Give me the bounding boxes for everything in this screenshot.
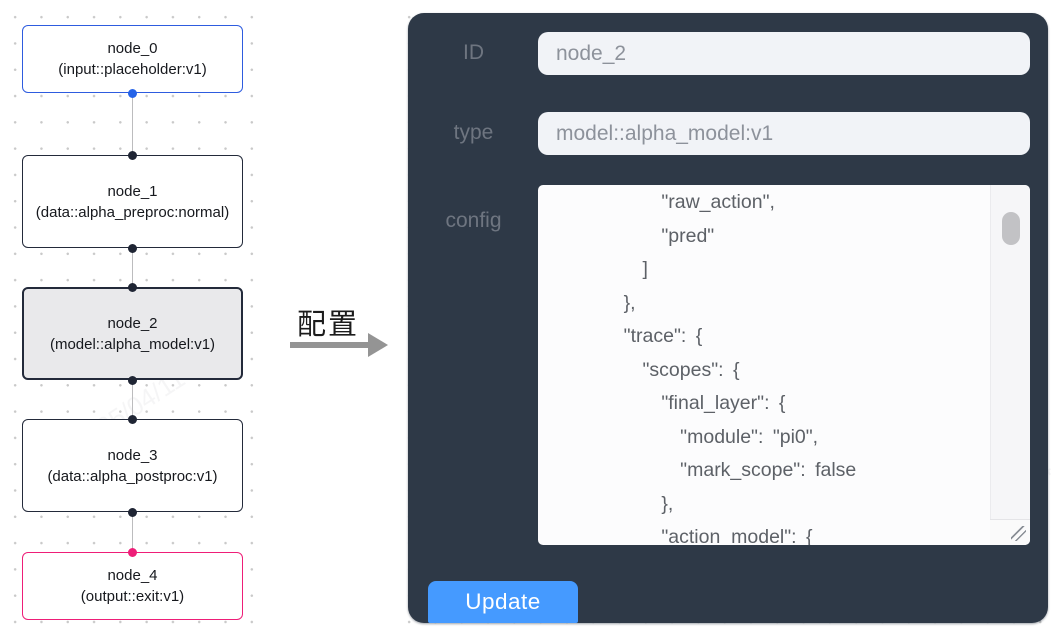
- flow-node-node_3[interactable]: node_3 (data::alpha_postproc:v1): [22, 419, 243, 512]
- node-title: node_4: [107, 567, 158, 584]
- port-node4-in[interactable]: [128, 547, 137, 557]
- flow-node-node_2-selected[interactable]: node_2 (model::alpha_model:v1): [22, 287, 243, 380]
- id-input[interactable]: [538, 32, 1030, 75]
- config-scrollbar-track[interactable]: [990, 185, 1030, 545]
- id-field-label: ID: [463, 41, 484, 64]
- node-type-label: (data::alpha_postproc:v1): [47, 467, 218, 485]
- port-node3-in[interactable]: [128, 414, 137, 424]
- node-type-label: (data::alpha_preproc:normal): [35, 203, 230, 221]
- node-title: node_2: [107, 314, 158, 332]
- config-json-textarea[interactable]: "raw_action", "pred" ] }, "trace": { "sc…: [538, 185, 1030, 545]
- config-json-content[interactable]: "raw_action", "pred" ] }, "trace": { "sc…: [623, 191, 857, 545]
- config-field-label: config: [445, 209, 502, 232]
- config-scrollbar-thumb[interactable]: [1002, 212, 1020, 245]
- flow-node-node_0[interactable]: node_0 (input::placeholder:v1): [22, 25, 243, 93]
- node-title: node_1: [107, 182, 158, 200]
- configure-arrow-label: 配置: [297, 309, 360, 341]
- edge-node1-node2: [131, 250, 133, 286]
- arrow-head-icon: [368, 333, 388, 357]
- type-field-label: type: [453, 121, 494, 144]
- edge-node0-node1: [131, 95, 133, 153]
- node-type-label: (input::placeholder:v1): [58, 61, 207, 78]
- port-node1-in[interactable]: [128, 150, 137, 160]
- arrow-line: [290, 342, 370, 348]
- node-type-label: (model::alpha_model:v1): [49, 335, 216, 353]
- update-button[interactable]: Update: [428, 581, 578, 623]
- port-node1-out[interactable]: [128, 243, 137, 253]
- node-title: node_0: [107, 40, 158, 57]
- type-input[interactable]: [538, 112, 1030, 155]
- flow-node-node_1[interactable]: node_1 (data::alpha_preproc:normal): [22, 155, 243, 248]
- node-type-label: (output::exit:v1): [80, 588, 185, 605]
- edge-node3-node4: [131, 514, 133, 550]
- port-node0-out[interactable]: [128, 88, 137, 98]
- textarea-resize-corner: [990, 519, 1030, 545]
- node-config-panel: ID type config "raw_action", "pred" ] },…: [408, 13, 1048, 623]
- edge-node2-node3: [131, 382, 133, 418]
- port-node2-in[interactable]: [128, 282, 137, 292]
- resize-handle-icon[interactable]: [1011, 526, 1026, 541]
- port-node3-out[interactable]: [128, 507, 137, 517]
- flow-node-node_4[interactable]: node_4 (output::exit:v1): [22, 552, 243, 620]
- port-node2-out[interactable]: [128, 375, 137, 385]
- node-title: node_3: [107, 446, 158, 464]
